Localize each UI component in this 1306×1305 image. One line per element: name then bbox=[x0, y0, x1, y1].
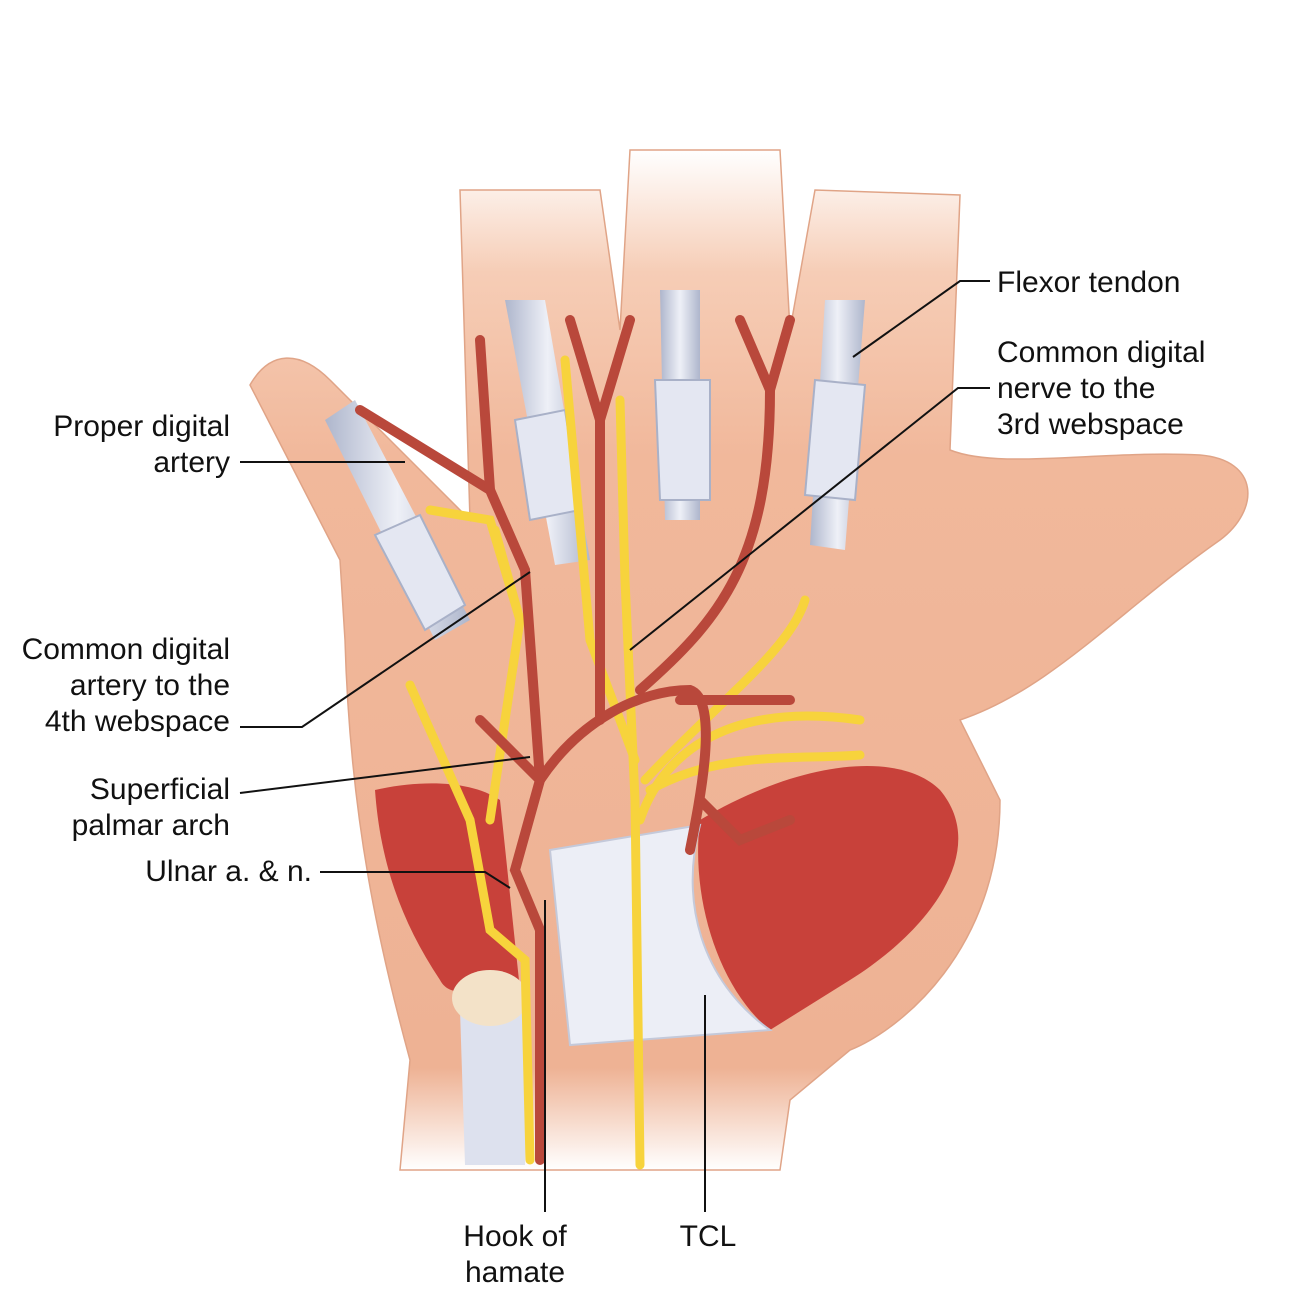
label-proper-digital-artery: Proper digital artery bbox=[53, 409, 230, 481]
label-hook-of-hamate: Hook of hamate bbox=[445, 1219, 585, 1291]
leader-flexor-tendon bbox=[852, 280, 990, 358]
label-line: nerve to the bbox=[997, 372, 1156, 405]
label-line: palmar arch bbox=[71, 809, 230, 842]
label-superficial-palmar-arch: Superficial palmar arch bbox=[72, 772, 230, 844]
leader-common-digital-artery bbox=[240, 571, 531, 728]
arteries bbox=[355, 315, 795, 1165]
label-common-digital-nerve: Common digital nerve to the 3rd webspace bbox=[997, 335, 1205, 443]
label-line: Superficial bbox=[89, 773, 230, 806]
label-flexor-tendon: Flexor tendon bbox=[997, 266, 1181, 299]
leader-ulnar bbox=[320, 871, 511, 889]
wrist-tendons bbox=[460, 1010, 530, 1165]
label-line: Common digital bbox=[997, 336, 1206, 369]
label-line: 4th webspace bbox=[44, 705, 230, 738]
leader-superficial-palmar-arch bbox=[239, 756, 531, 794]
label-line: 3rd webspace bbox=[997, 408, 1184, 441]
label-line: Hook of bbox=[463, 1220, 567, 1253]
leader-lines bbox=[239, 280, 990, 1212]
label-line: artery to the bbox=[69, 669, 230, 702]
leader-common-digital-nerve bbox=[629, 387, 990, 651]
label-common-digital-artery: Common digital artery to the 4th webspac… bbox=[22, 632, 230, 740]
label-line: Proper digital bbox=[53, 410, 230, 443]
label-line: artery bbox=[153, 446, 230, 479]
pisiform bbox=[452, 970, 528, 1026]
label-line: Common digital bbox=[21, 633, 230, 666]
label-ulnar-artery-nerve: Ulnar a. & n. bbox=[145, 855, 312, 888]
label-tcl: TCL bbox=[679, 1220, 737, 1253]
label-line: hamate bbox=[464, 1256, 566, 1289]
